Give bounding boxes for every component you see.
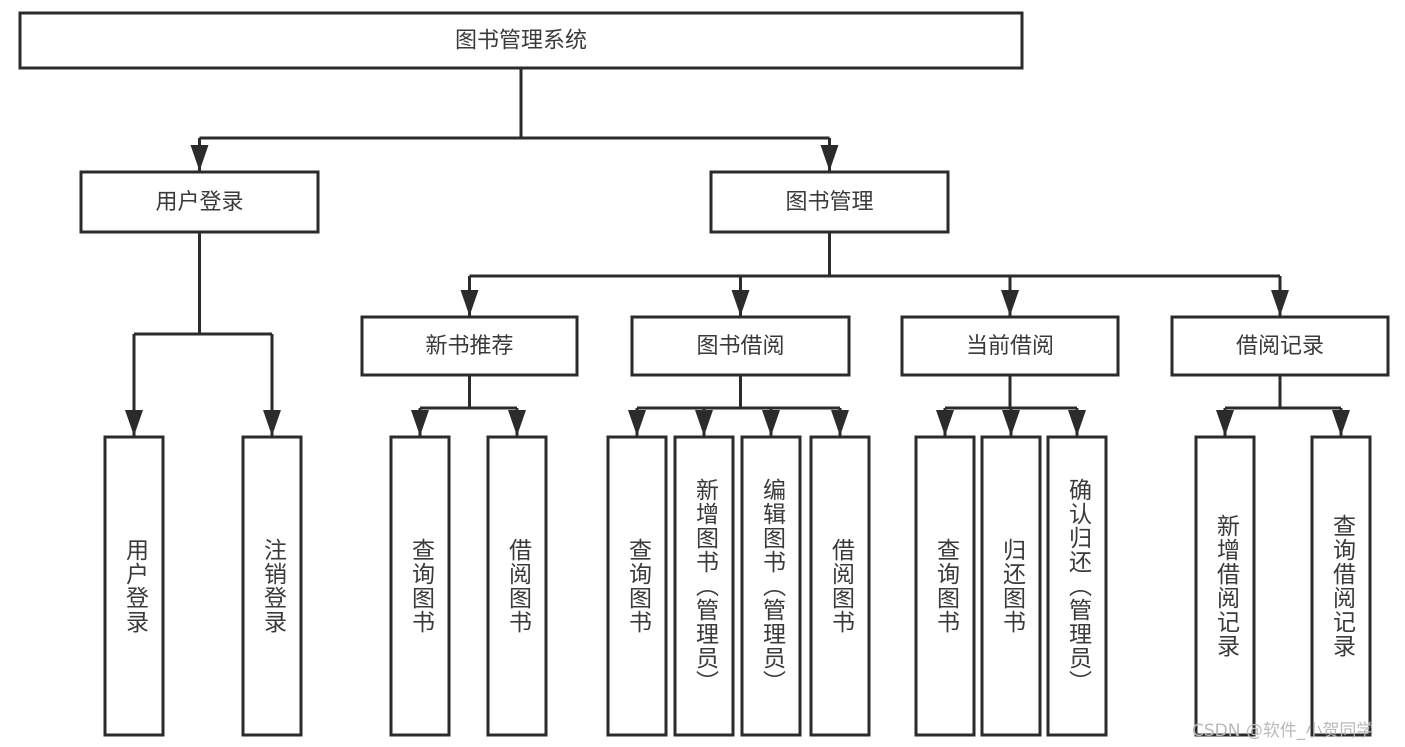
- csdn-watermark: CSDN @软件_小贺同学: [1192, 721, 1374, 741]
- leaf-node-6[interactable]: [740, 435, 802, 737]
- leaf-node-9[interactable]: [980, 435, 1042, 737]
- leaf-node-11[interactable]: [1194, 435, 1256, 737]
- leaf-node-4[interactable]: [606, 435, 668, 737]
- node-label: 图书借阅: [696, 334, 784, 359]
- node-l3-新书推荐[interactable]: [360, 315, 579, 377]
- connector-lines: [125, 68, 1350, 436]
- node-boxes: [18, 11, 1390, 737]
- leaf-node-12[interactable]: [1310, 435, 1372, 737]
- node-label: 用户登录: [155, 190, 243, 215]
- leaf-node-2[interactable]: [389, 435, 451, 737]
- node-label: 当前借阅: [966, 334, 1054, 359]
- leaf-node-7[interactable]: [809, 435, 871, 737]
- leaf-node-0[interactable]: [103, 435, 165, 737]
- node-l2-图书管理[interactable]: [709, 170, 950, 234]
- node-label: 借阅记录: [1236, 334, 1324, 359]
- node-l3-当前借阅[interactable]: [900, 315, 1120, 377]
- leaf-node-5[interactable]: [673, 435, 735, 737]
- node-root-图书管理系统[interactable]: [18, 11, 1024, 70]
- node-label: 图书管理系统: [455, 29, 587, 54]
- node-label: 图书管理: [785, 190, 873, 215]
- node-l2-用户登录[interactable]: [79, 170, 320, 234]
- leaf-node-3[interactable]: [486, 435, 548, 737]
- node-l3-借阅记录[interactable]: [1170, 315, 1390, 377]
- leaf-node-8[interactable]: [914, 435, 976, 737]
- leaf-node-1[interactable]: [241, 435, 303, 737]
- node-label: 新书推荐: [425, 334, 513, 359]
- leaf-node-10[interactable]: [1046, 435, 1108, 737]
- node-l3-图书借阅[interactable]: [630, 315, 851, 377]
